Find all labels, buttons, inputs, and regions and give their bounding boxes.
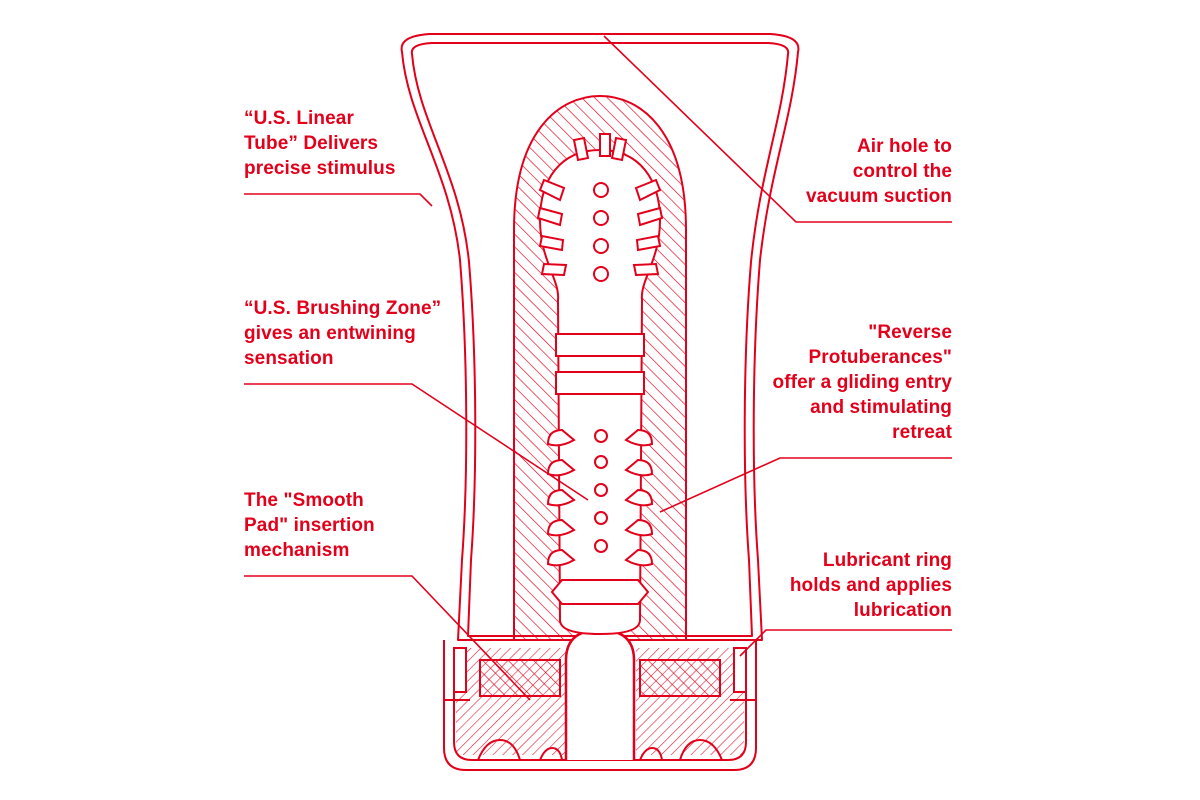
label-brushing-zone: “U.S. Brushing Zone” gives an entwining … [244, 298, 442, 369]
leader-smooth-pad [244, 575, 531, 701]
label-smooth-pad: The "Smooth Pad" insertion mechanism [244, 490, 375, 561]
ring-1 [555, 333, 645, 357]
lubricant-ring-left [453, 647, 467, 693]
label-linear-tube: “U.S. Linear Tube” Delivers precise stim… [244, 108, 396, 179]
outer-shell [400, 33, 800, 641]
leader-lubricant-ring [739, 629, 952, 657]
ring-2 [555, 371, 645, 395]
leader-brushing-zone [244, 383, 589, 501]
base-cap [443, 640, 757, 771]
leader-air-hole [603, 35, 952, 223]
label-lubricant-ring: Lubricant ring holds and applies lubrica… [789, 550, 952, 621]
label-air-hole: Air hole to control the vacuum suction [805, 136, 952, 207]
lubricant-ring-right [733, 647, 747, 693]
leader-linear-tube [244, 193, 433, 207]
leader-reverse-protuberances [659, 457, 952, 513]
inner-shell [410, 42, 790, 637]
label-reverse-protuberances: "Reverse Protuberances" offer a gliding … [772, 322, 952, 443]
smooth-pad-right [639, 659, 721, 697]
entry-opening [564, 628, 636, 760]
